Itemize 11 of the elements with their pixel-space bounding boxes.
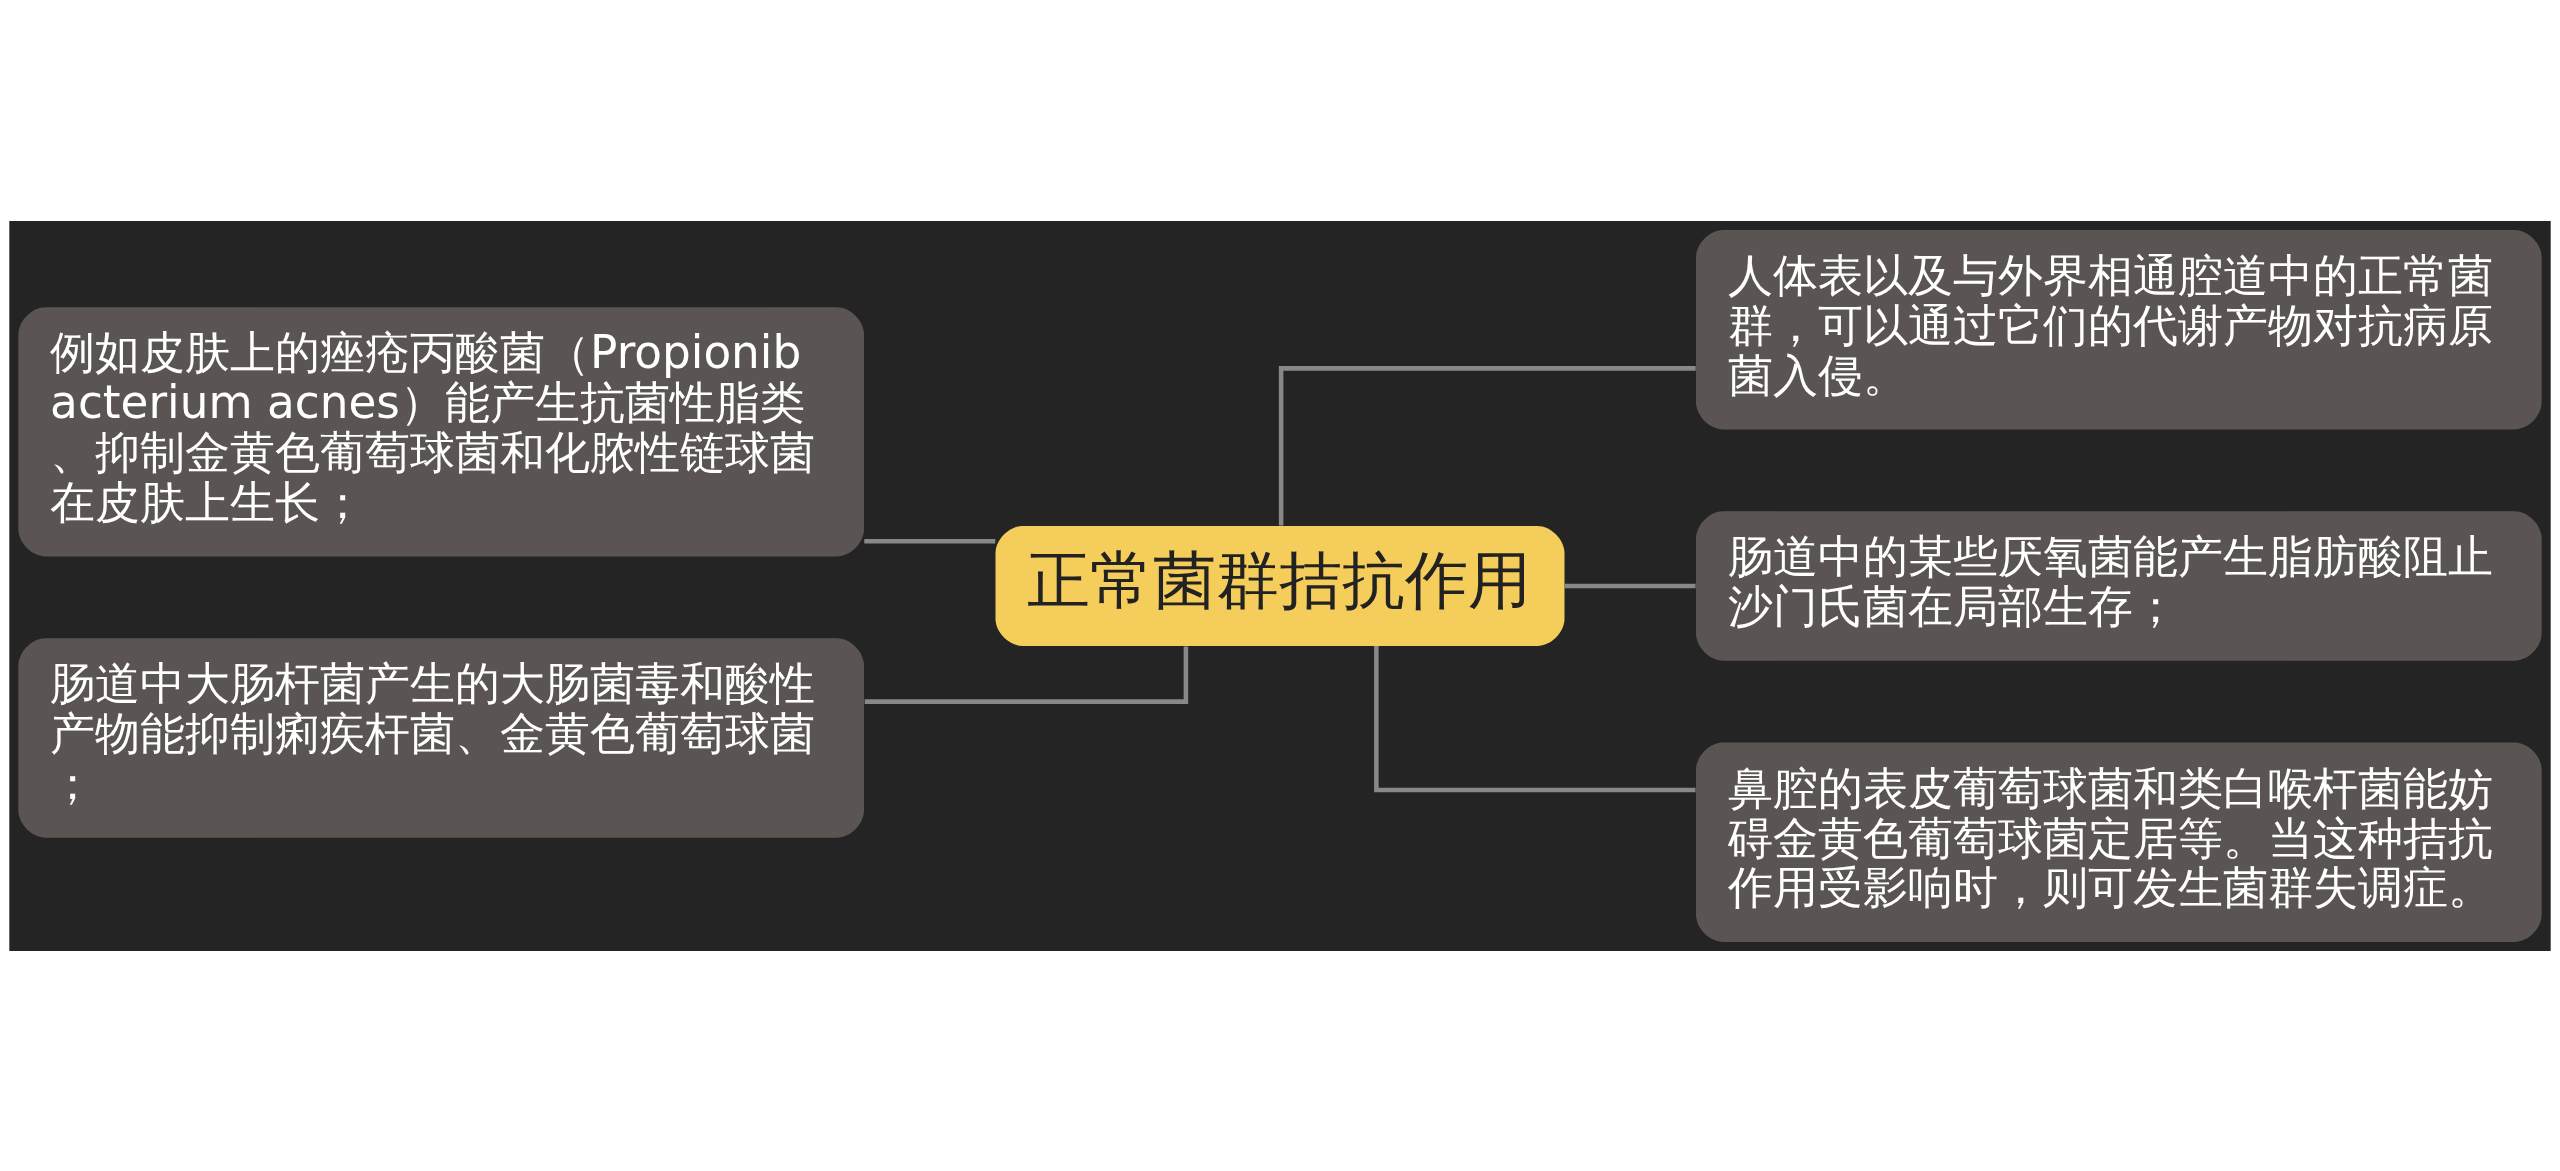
connector bbox=[864, 646, 1189, 704]
connector bbox=[1564, 583, 1696, 588]
node-box: 人体表以及与外界相通腔道中的正常菌群，可以通过它们的代谢产物对抗病原菌入侵。 bbox=[1696, 229, 2542, 430]
connector bbox=[1278, 365, 1696, 525]
connector bbox=[1374, 645, 1696, 792]
connector bbox=[864, 538, 996, 543]
node-box: 正常菌群拮抗作用 bbox=[995, 525, 1565, 646]
node-box: 肠道中大肠杆菌产生的大肠菌毒和酸性产物能抑制痢疾杆菌、金黄色葡萄球菌； bbox=[18, 637, 864, 838]
node-box: 例如皮肤上的痤疮丙酸菌（Propionibacterium acnes）能产生抗菌性脂类、抑制金黄色葡萄球菌和化脓性链球菌在皮肤上生长； bbox=[18, 306, 864, 557]
node-box: 鼻腔的表皮葡萄球菌和类白喉杆菌能妨碍金黄色葡萄球菌定居等。当这种拮抗作用受影响时，则可发生菌群失调症。 bbox=[1696, 741, 2542, 942]
node-box: 肠道中的某些厌氧菌能产生脂肪酸阻止沙门氏菌在局部生存； bbox=[1696, 510, 2542, 661]
